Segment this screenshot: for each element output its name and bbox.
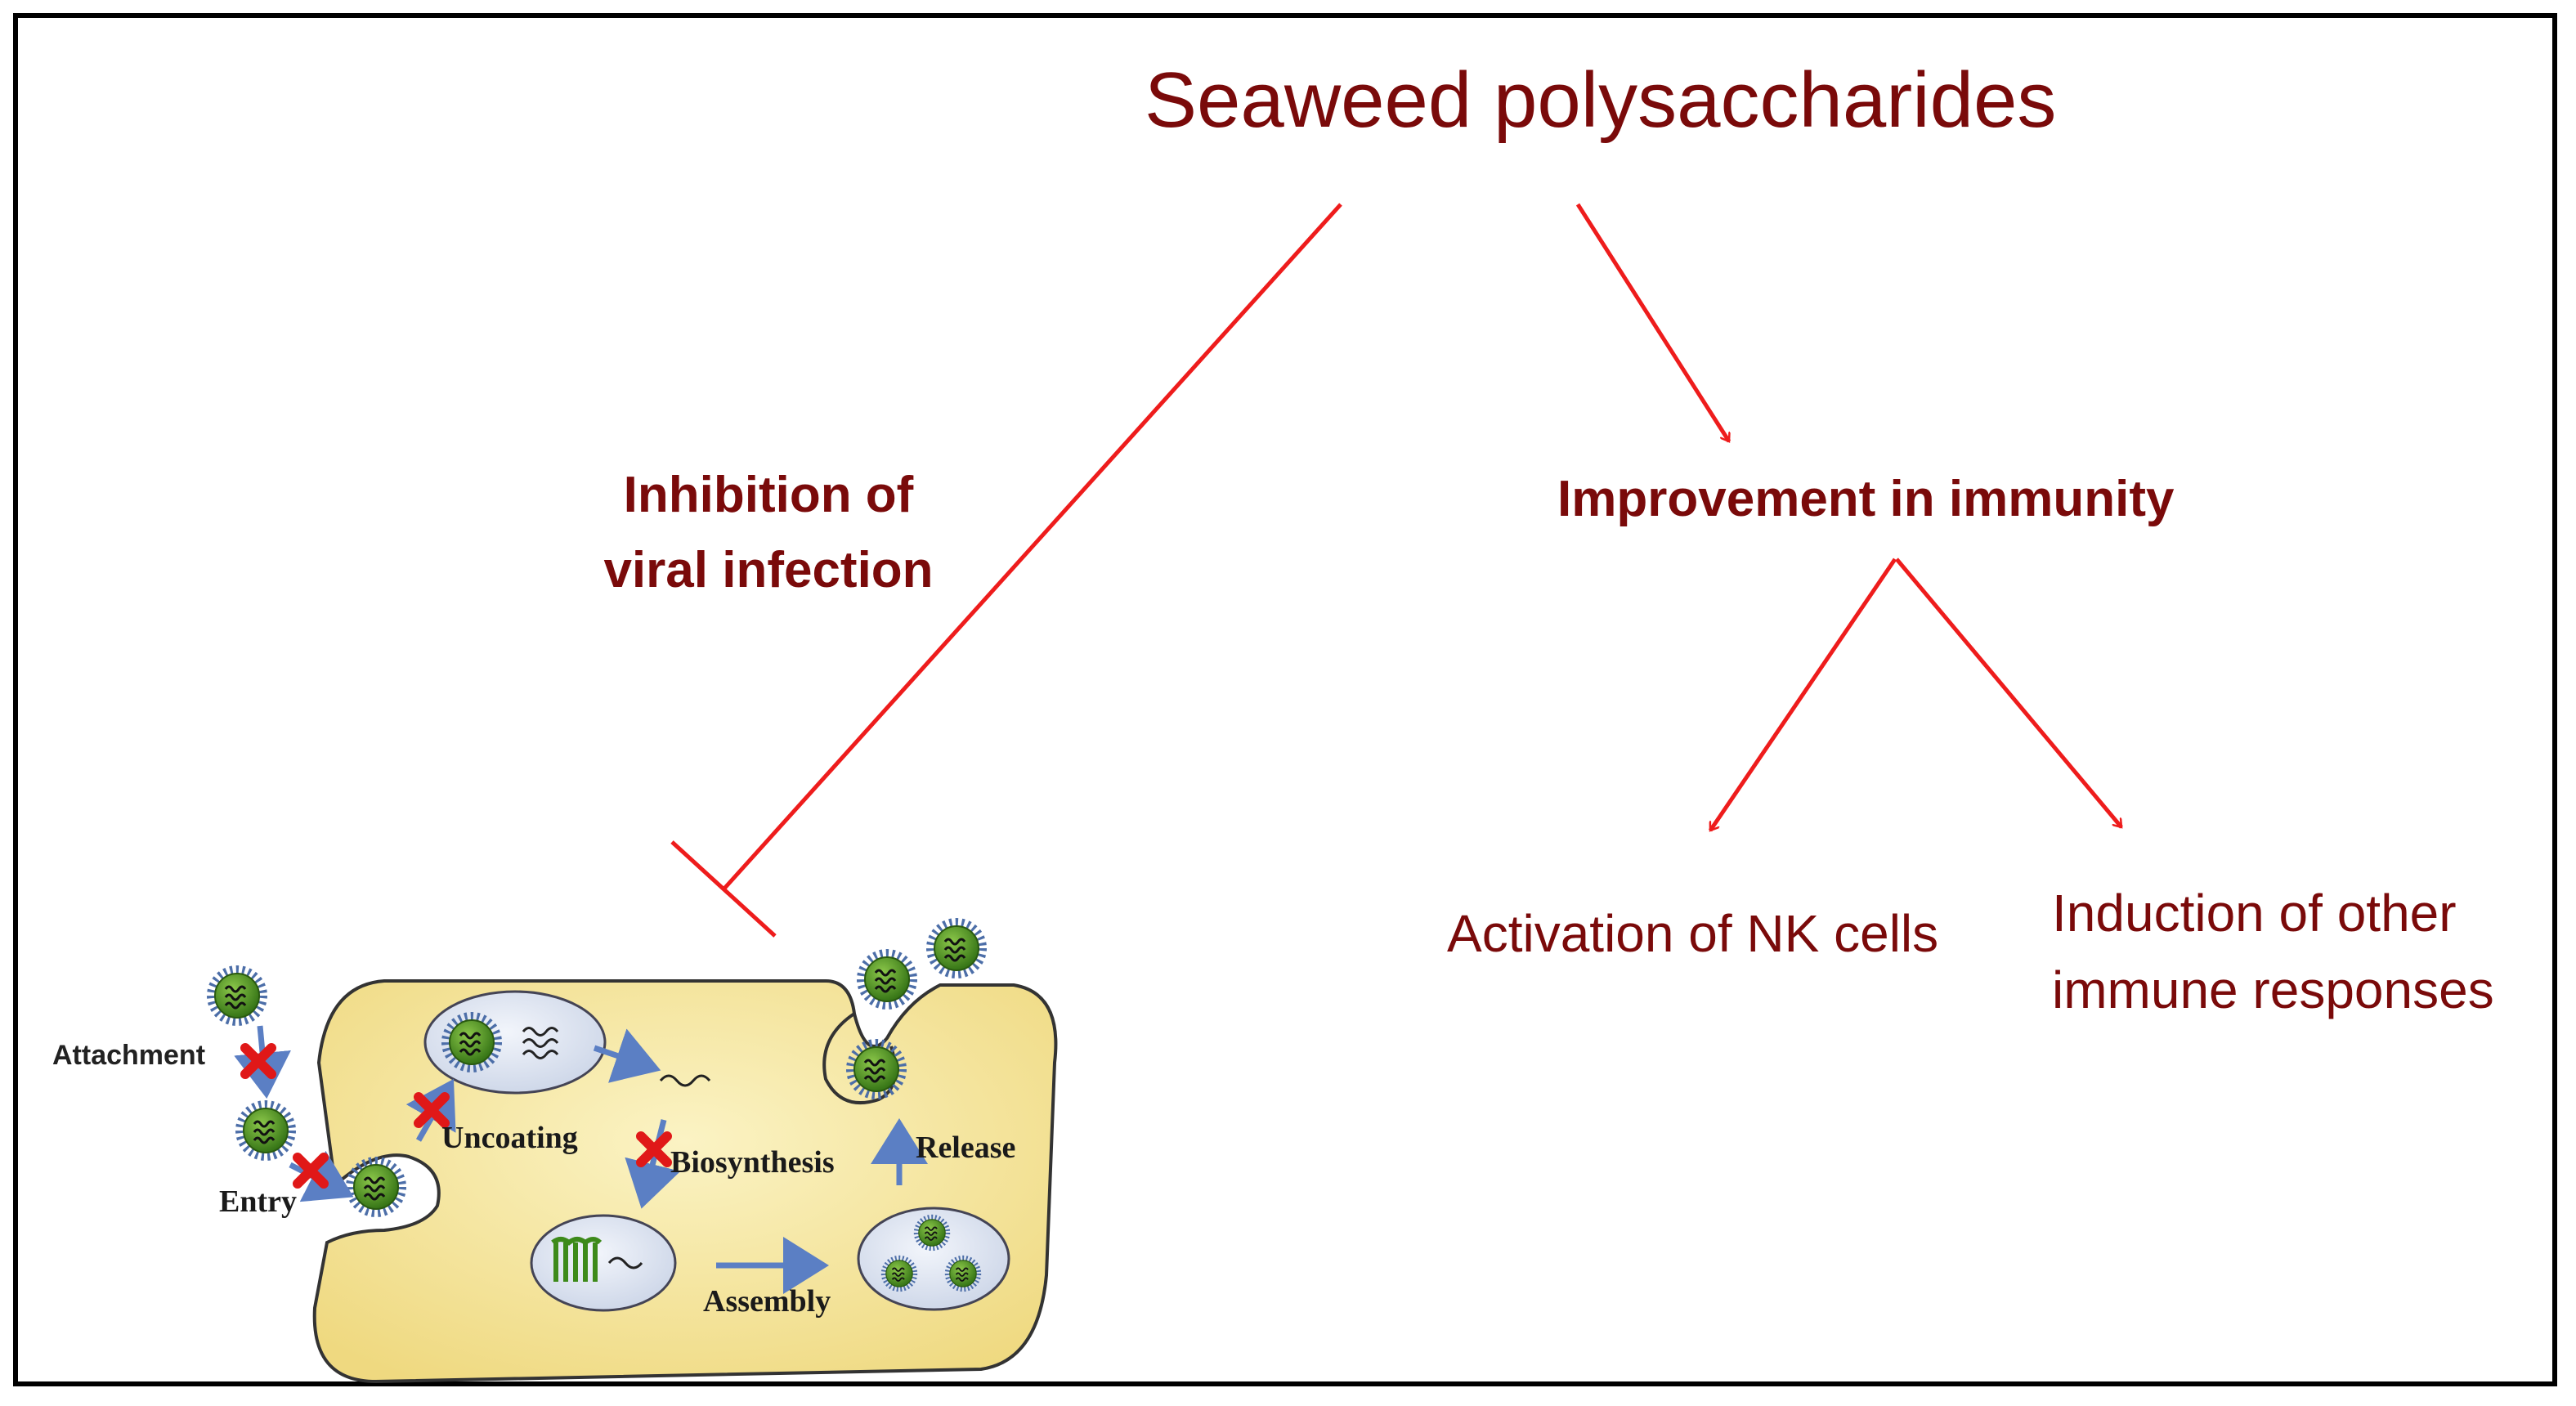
virus-icon [352,1162,401,1211]
virus-icon [241,1106,290,1155]
release-label: Release [916,1131,1016,1165]
inhibition-bar [670,840,777,938]
attachment-label: Attachment [52,1040,206,1071]
inhibition-line [722,203,1342,891]
diagram-title: Seaweed polysaccharides [1145,56,2057,144]
entry-label: Entry [219,1184,297,1219]
nk-arrow [1708,557,1897,831]
to-rna-step-arrow [593,1028,661,1083]
other-arrow [1895,557,2123,827]
biosynthesis-vesicle [530,1214,677,1312]
rna-icon [607,1256,643,1269]
virus-icon [932,924,981,973]
diagram-frame [13,13,2557,1386]
protein-icon [551,1237,603,1282]
improvement-label: Improvement in immunity [1557,471,2175,527]
block-x-icon [245,1048,271,1074]
virus-icon [862,955,912,1004]
other-immune-label: Induction of other immune responses [2052,884,2494,1019]
inhibition-label: Inhibition of viral infection [603,467,934,598]
biosynthesis-label: Biosynthesis [670,1145,835,1180]
biosynthesis-step-arrow [625,1119,681,1209]
improvement-arrow [1575,203,1732,441]
uncoating-label: Uncoating [441,1121,578,1155]
virus-icon [213,971,262,1020]
nk-activation-label: Activation of NK cells [1447,904,1939,963]
rna-icon [522,1027,559,1059]
assembly-label: Assembly [703,1284,831,1319]
rna-icon [659,1074,711,1087]
